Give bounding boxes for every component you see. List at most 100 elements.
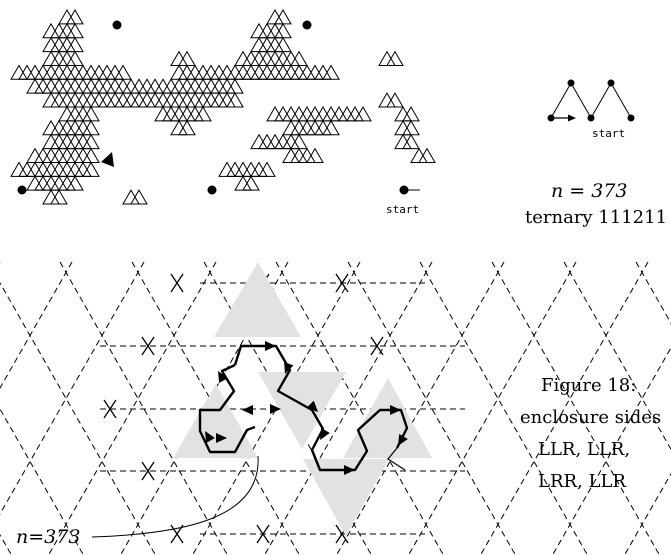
lattice-triangle [266,106,284,122]
grid-diagonal-line [419,261,588,555]
lattice-triangle [290,119,308,136]
lattice-triangle [218,92,236,108]
grid-diagonal-line [264,261,433,555]
lattice-triangle [58,175,76,191]
lattice-triangle [58,133,76,150]
direction-arrow [344,465,355,475]
lattice-triangle [42,119,60,136]
direction-arrow [205,431,215,444]
lattice-triangle [218,161,236,177]
lattice-triangle [330,106,348,122]
lattice-triangle [66,133,84,150]
lattice-triangle [26,147,44,163]
lattice-triangle [194,78,212,94]
grid-diagonal-line [480,261,649,555]
direction-arrow [398,433,408,446]
lattice-triangle [58,36,76,53]
direction-arrow [284,361,294,374]
bottom-enclosure-path [198,341,409,475]
shaded-triangle [214,262,301,337]
grid-cross-mark [141,461,155,481]
lattice-triangle [114,92,132,108]
lattice-triangle [378,92,396,108]
lattice-triangle [282,50,300,66]
lattice-triangle [202,64,220,80]
lattice-triangle [74,133,92,150]
seed-vertex-dot [567,79,575,87]
lattice-triangle [58,78,76,94]
lattice-triangle [354,106,372,122]
lattice-triangle [106,64,124,80]
lattice-triangle [154,106,172,122]
lattice-triangle [42,175,60,191]
grid-diagonal-line [0,407,84,555]
lattice-triangle [170,119,188,136]
lattice-triangle [274,106,292,122]
lattice-triangle [42,92,60,108]
grid-cross-mark [335,273,349,293]
direction-arrow [242,405,253,415]
lattice-triangle [58,8,76,25]
lattice-triangle [186,106,204,122]
seed-vertex-dot [607,79,615,87]
lattice-triangle [50,175,68,191]
direction-arrow [320,427,330,440]
seed-curve [547,79,635,122]
lattice-triangle [98,78,116,94]
lattice-triangle [178,64,196,80]
lattice-triangle [282,106,300,122]
seed-vertex-dot [627,114,635,122]
grid-cross-mark [141,336,155,356]
lattice-triangle [106,92,124,108]
lattice-triangle [50,64,68,80]
grid-diagonal-line [120,261,289,555]
lattice-triangle [314,64,332,80]
grid-cross-mark [103,399,117,419]
lattice-triangle [162,106,180,122]
lattice-triangle [290,133,308,150]
lattice-triangle [130,92,148,108]
direction-arrow [216,433,227,443]
lattice-triangle [258,50,276,66]
lattice-triangle [178,92,196,108]
lattice-triangle [90,78,108,94]
lattice-triangle [66,106,84,122]
direction-arrow [390,405,401,415]
lattice-triangle [98,92,116,108]
lattice-triangle [322,64,340,80]
lattice-triangle [242,50,260,66]
lattice-triangle [194,106,212,122]
lattice-triangle [42,133,60,150]
lattice-triangle [226,78,244,94]
lattice-triangle [82,64,100,80]
lattice-triangle [298,64,316,80]
lattice-triangle [290,106,308,122]
direction-arrow [218,371,228,384]
lattice-triangle [242,64,260,80]
seed-arrow-head [568,114,576,122]
lattice-triangle [26,64,44,80]
lattice-triangle [42,78,60,94]
grid-diagonal-line [192,261,361,555]
lattice-triangle [282,64,300,80]
lattice-triangle [290,50,308,66]
lattice-triangle [250,64,268,80]
lattice-triangle [322,119,340,136]
lattice-triangle [298,119,316,136]
figure-caption-line-1: enclosure sides [520,407,662,428]
lattice-triangle [154,92,172,108]
grid-diagonal-line [131,261,300,555]
lattice-triangle [42,22,60,39]
lattice-triangle [402,133,420,150]
lattice-triangle [42,50,60,66]
lattice-triangle [66,64,84,80]
lattice-triangle [162,78,180,94]
grid-diagonal-line [336,261,505,555]
endpoint-dot [207,185,217,195]
lattice-triangle [266,22,284,39]
lattice-triangle [210,92,228,108]
endpoint-dot [17,185,27,195]
lattice-triangle [266,64,284,80]
lattice-triangle [346,106,364,122]
